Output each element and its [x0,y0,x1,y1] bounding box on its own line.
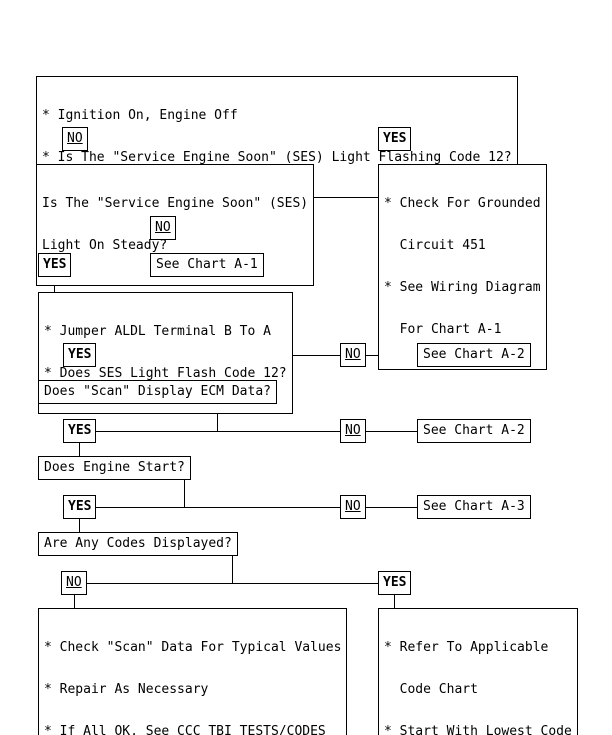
node-text-line: Light On Steady? [42,238,168,253]
node-text-line: * If All OK, See CCC TBI TESTS/CODES [44,724,326,735]
connector-line [79,431,440,432]
node-see-chart-a2-first: See Chart A-2 [417,343,531,367]
node-see-chart-a1: See Chart A-1 [150,253,264,277]
node-text-line: * Check "Scan" Data For Typical Values [44,640,342,655]
node-text-line: Code Chart [384,682,478,697]
branch-no-3: NO [340,343,366,367]
node-text-line: Is The "Service Engine Soon" (SES) [42,196,309,211]
node-text-line: * Start With Lowest Code [384,724,572,735]
node-text-line: * See Wiring Diagram [384,280,541,295]
node-text-line: * Check For Grounded [384,196,541,211]
branch-yes-2: YES [38,253,72,277]
connector-line [79,431,80,456]
node-check-grounded-circuit: * Check For Grounded Circuit 451 * See W… [378,164,547,370]
node-see-chart-a2-second: See Chart A-2 [417,419,531,443]
branch-no-2: NO [150,216,176,240]
node-text-line: For Chart A-1 [384,322,502,337]
connector-line [217,404,218,431]
node-text-line: * Refer To Applicable [384,640,549,655]
node-text-line: * Does SES Light Flash Code 12? [44,366,287,381]
branch-yes-1: YES [378,127,412,151]
node-scan-display-ecm: Does "Scan" Display ECM Data? [38,380,277,404]
branch-yes-4: YES [63,419,97,443]
connector-line [79,507,440,508]
branch-yes-6: YES [378,571,412,595]
branch-no-4: NO [340,419,366,443]
connector-line [184,480,185,507]
branch-no-5: NO [340,495,366,519]
connector-line [79,507,80,532]
node-text-line: Circuit 451 [384,238,486,253]
node-check-scan-data: * Check "Scan" Data For Typical Values *… [38,608,348,735]
connector-line [232,556,233,583]
node-text-line: * Jumper ALDL Terminal B To A [44,324,271,339]
connector-line [74,583,394,584]
branch-yes-5: YES [63,495,97,519]
node-see-chart-a3: See Chart A-3 [417,495,531,519]
branch-yes-3: YES [63,343,97,367]
node-engine-start: Does Engine Start? [38,456,191,480]
node-text-line: * Repair As Necessary [44,682,209,697]
branch-no-6: NO [61,571,87,595]
connector-line [394,583,395,608]
branch-no-1: NO [62,127,88,151]
connector-line [74,583,75,608]
node-text-line: * Is The "Service Engine Soon" (SES) Lig… [42,150,512,165]
node-refer-code-chart: * Refer To Applicable Code Chart * Start… [378,608,578,735]
node-codes-displayed: Are Any Codes Displayed? [38,532,238,556]
node-text-line: * Ignition On, Engine Off [42,108,238,123]
